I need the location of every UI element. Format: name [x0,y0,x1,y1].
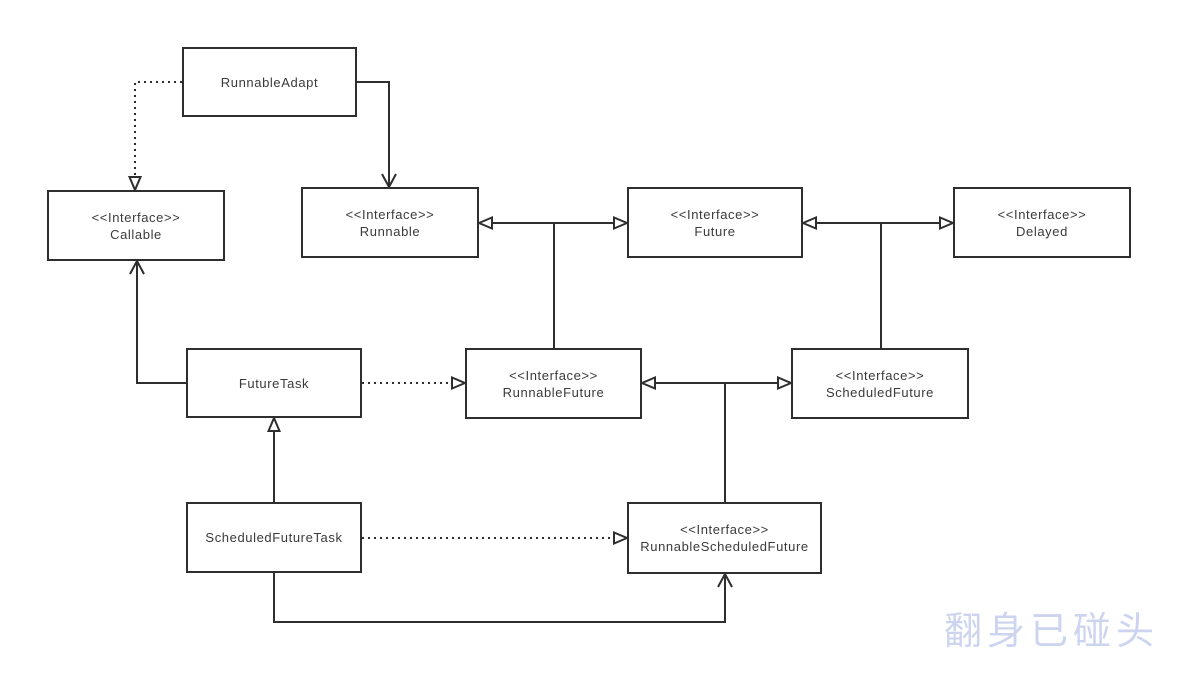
class-box-runnable-scheduled-future: <<Interface>> RunnableScheduledFuture [627,502,822,574]
class-box-future: <<Interface>>Future [627,187,803,258]
class-box-label: <<Interface>> [670,206,760,222]
class-box-label: RunnableScheduledFuture [640,539,809,554]
class-box-label: Callable [110,226,162,242]
watermark-text: 翻身已碰头 [944,609,1160,653]
class-box-label: Future [694,223,736,239]
class-box-runnable-adapt: RunnableAdapt [182,47,357,117]
class-box-label: Delayed [1016,223,1068,239]
class-box-label: <<Interface>> [835,367,925,383]
edge-runnableadapt-to-callable [127,81,182,193]
class-box-label: <<Interface>> [997,206,1087,222]
edge-scheduledfuturetask-bottom-to-runnablescheduledfuture [273,571,733,623]
class-box-label: <<Interface>> [509,367,598,383]
class-box-scheduled-future: <<Interface>>ScheduledFuture [791,348,969,419]
edge-futuretask-to-callable [129,258,186,384]
class-box-runnable: <<Interface>>Runnable [301,187,479,258]
class-box-label: ScheduledFutureTask [205,530,343,545]
class-box-runnable-future: <<Interface>>RunnableFuture [465,348,642,419]
class-box-scheduled-future-task: ScheduledFutureTask [186,502,362,573]
class-box-label: RunnableFuture [502,384,605,400]
class-box-delayed: <<Interface>>Delayed [953,187,1131,258]
class-box-label: <<Interface>> [680,522,769,537]
class-box-label: <<Interface>> [91,209,181,225]
class-box-label: Runnable [359,223,421,239]
class-box-label: RunnableAdapt [220,74,319,90]
edge-scheduledfuturetask-to-runnablescheduledfuture [362,530,630,546]
edge-scheduledfuturetask-to-futuretask [266,415,282,502]
class-box-callable: <<Interface>>Callable [47,190,225,261]
class-box-future-task: FutureTask [186,348,362,418]
edge-futuretask-to-runnablefuture [362,375,468,391]
class-box-label: ScheduledFuture [825,384,934,400]
class-box-label: FutureTask [238,375,310,391]
class-box-label: <<Interface>> [345,206,435,222]
edge-runnablefuture-scheduledfuture-link [639,375,794,391]
edge-future-delayed-link [800,215,956,231]
